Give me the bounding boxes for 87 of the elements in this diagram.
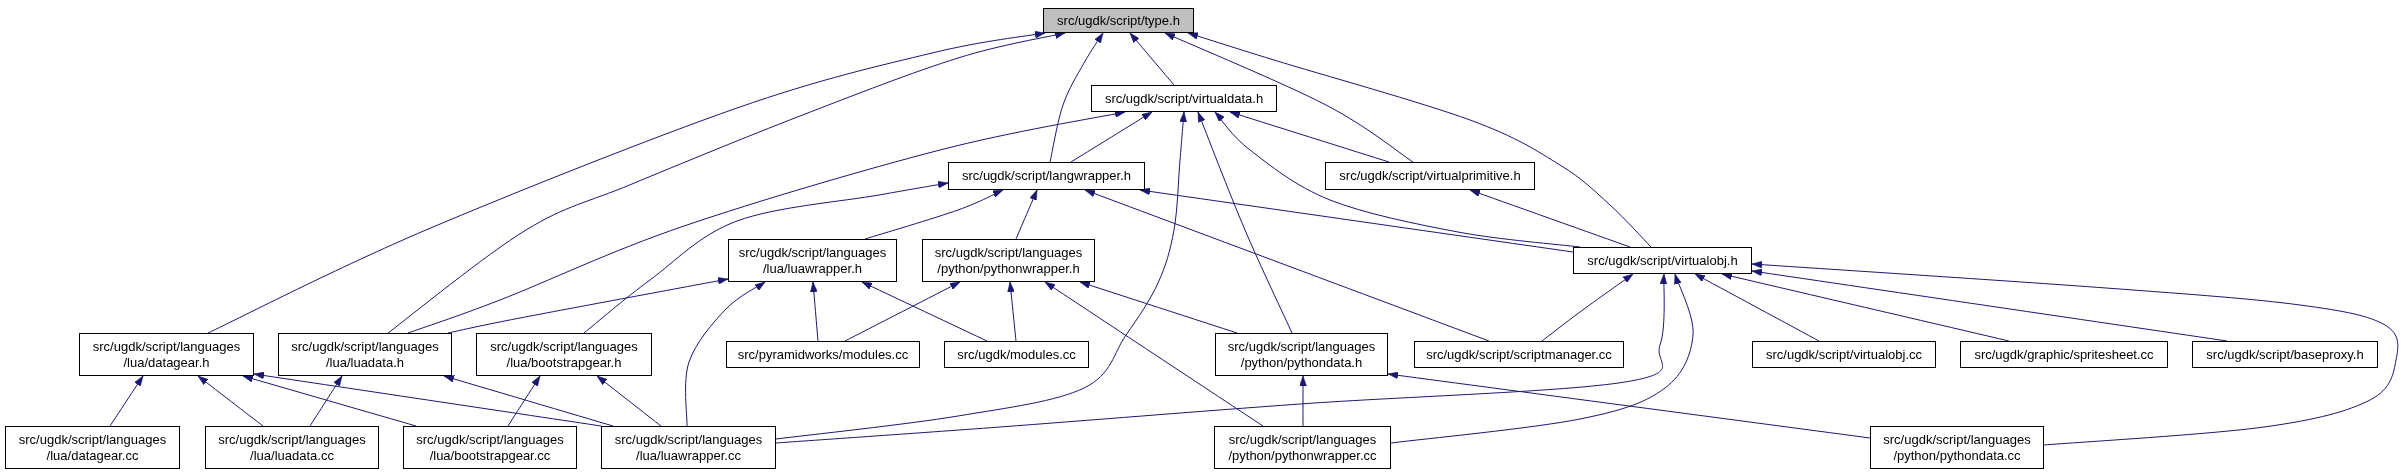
file-box bbox=[1091, 85, 1277, 112]
file-name: src/ugdk/script/languages /python/pythondata.h bbox=[1227, 338, 1376, 371]
file-name: src/ugdk/graphic/spritesheet.cc bbox=[1973, 346, 2155, 363]
file-box bbox=[728, 239, 897, 282]
file-name: src/ugdk/script/virtualobj.h bbox=[1586, 252, 1739, 269]
dependency-arrow bbox=[1390, 273, 1694, 444]
file-name: src/ugdk/script/languages /python/pythonwrapper.cc bbox=[1227, 431, 1378, 464]
dependency-arrow bbox=[844, 281, 961, 342]
dependency-arrow bbox=[1694, 273, 1820, 342]
file-name: src/ugdk/script/baseproxy.h bbox=[2205, 346, 2365, 363]
file-name: src/ugdk/script/languages /lua/luawrapper.h bbox=[738, 244, 887, 277]
file-box bbox=[5, 426, 180, 469]
file-name: src/ugdk/script/langwrapper.h bbox=[961, 168, 1132, 184]
dependency-arrow bbox=[1015, 189, 1038, 240]
dependency-arrow bbox=[1721, 272, 2010, 342]
dependency-arrow bbox=[1187, 32, 1652, 248]
dependency-arrow bbox=[443, 375, 614, 427]
file-name: src/ugdk/script/languages /lua/luawrapper.cc bbox=[614, 431, 763, 464]
file-box bbox=[1414, 341, 1624, 368]
dependency-arrow bbox=[387, 31, 1066, 334]
dependency-arrow bbox=[1070, 111, 1153, 163]
dependency-arrow bbox=[685, 281, 766, 427]
dependency-arrow bbox=[1129, 32, 1175, 86]
file-name: src/ugdk/script/languages /python/pythondata.cc bbox=[1882, 431, 2032, 464]
file-box bbox=[726, 341, 920, 368]
dependency-arrow bbox=[864, 189, 1004, 240]
dependency-arrow bbox=[1229, 111, 1390, 163]
file-name: src/ugdk/script/languages /lua/bootstrapgear.cc bbox=[415, 431, 565, 464]
file-name: src/ugdk/script/languages /lua/luadata.h bbox=[290, 338, 440, 371]
dependency-arrow bbox=[596, 375, 662, 427]
file-box bbox=[944, 341, 1089, 368]
file-box bbox=[278, 333, 452, 376]
file-name: src/pyramidworks/modules.cc bbox=[737, 346, 909, 363]
dependency-arrow bbox=[1079, 281, 1238, 334]
dependency-arrow bbox=[1197, 111, 1293, 334]
file-box bbox=[1752, 341, 1936, 368]
file-box bbox=[1214, 426, 1391, 469]
dependency-arrow bbox=[109, 375, 144, 427]
dependency-arrow bbox=[775, 111, 1187, 440]
dependency-arrow bbox=[775, 273, 1668, 444]
dependency-arrow bbox=[861, 281, 988, 342]
dependency-arrow bbox=[242, 375, 417, 427]
dependency-arrow bbox=[507, 375, 541, 427]
file-box bbox=[922, 239, 1095, 282]
file-box bbox=[2192, 341, 2378, 368]
dependency-arrow bbox=[407, 110, 1126, 334]
dependency-arrow bbox=[1044, 281, 1264, 427]
dependency-arrow bbox=[1084, 189, 1490, 342]
dependency-arrow bbox=[1469, 189, 1631, 248]
file-box bbox=[79, 333, 254, 376]
dependency-arrow bbox=[583, 181, 949, 334]
file-name: src/ugdk/modules.cc bbox=[956, 346, 1077, 363]
file-name: src/ugdk/script/type.h bbox=[1056, 12, 1181, 29]
file-box bbox=[601, 426, 776, 469]
file-box bbox=[948, 162, 1145, 190]
dependency-arrow bbox=[1007, 281, 1017, 342]
dependency-arrow bbox=[1049, 32, 1104, 163]
dependency-arrow bbox=[309, 375, 343, 427]
dependency-arrow bbox=[447, 277, 729, 334]
dependency-arrow bbox=[1299, 375, 1307, 427]
file-box bbox=[403, 426, 577, 469]
file-name: src/ugdk/script/virtualprimitive.h bbox=[1338, 168, 1522, 184]
dependency-arrow bbox=[197, 375, 264, 427]
dependency-arrow bbox=[810, 281, 819, 342]
file-box bbox=[205, 426, 379, 469]
file-name: src/ugdk/script/languages /python/pythonwrapper.h bbox=[934, 244, 1083, 277]
file-box bbox=[1325, 162, 1535, 190]
file-box bbox=[1573, 247, 1752, 274]
dependency-arrow bbox=[1541, 273, 1634, 342]
file-box bbox=[1960, 341, 2168, 368]
dependency-arrow bbox=[207, 30, 1046, 334]
file-name: src/ugdk/script/languages /lua/datagear.h bbox=[92, 338, 241, 371]
file-name: src/ugdk/script/languages /lua/luadata.cc bbox=[217, 431, 367, 464]
file-name: src/ugdk/script/virtualobj.cc bbox=[1765, 346, 1923, 363]
dependency-arrow bbox=[1164, 32, 1414, 163]
file-box bbox=[1043, 8, 1194, 33]
dependency-arrow bbox=[1387, 371, 1871, 439]
file-name: src/ugdk/script/languages /lua/datagear.cc bbox=[18, 431, 167, 464]
dependency-arrow bbox=[1139, 187, 1574, 253]
dependency-arrow bbox=[1751, 260, 2399, 446]
file-box bbox=[476, 333, 652, 376]
file-name: src/ugdk/script/virtualdata.h bbox=[1104, 90, 1264, 107]
file-box bbox=[1870, 426, 2044, 469]
file-name: src/ugdk/script/scriptmanager.cc bbox=[1425, 346, 1613, 363]
file-box bbox=[1215, 333, 1388, 376]
file-name: src/ugdk/script/languages /lua/bootstrapgear.h bbox=[489, 338, 639, 371]
dependency-arrow bbox=[253, 371, 602, 427]
